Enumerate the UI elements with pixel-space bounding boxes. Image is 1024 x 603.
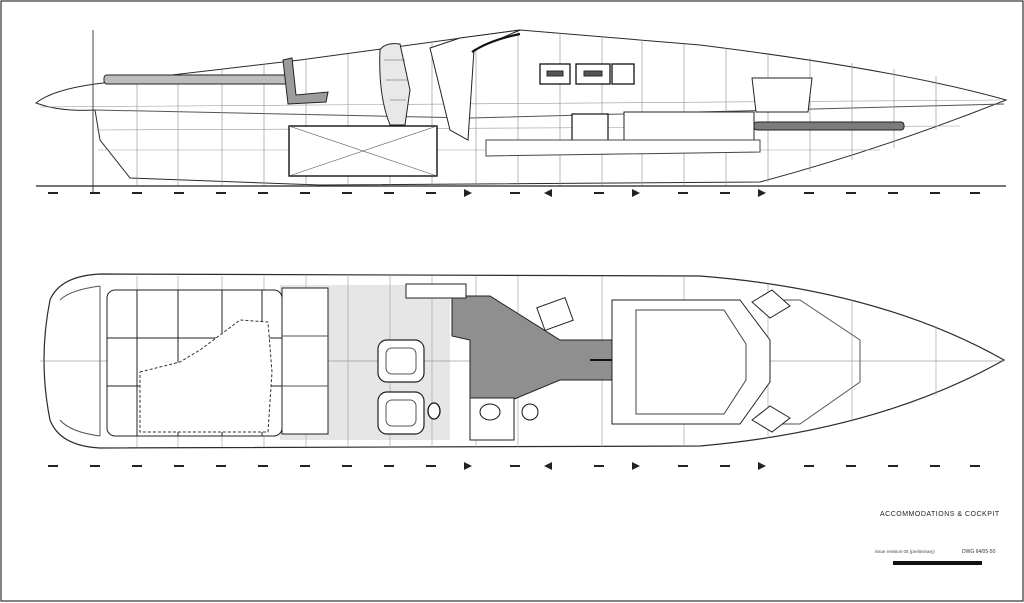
plan-view (40, 273, 1006, 470)
plan-galley-unit (536, 296, 574, 332)
plan-helm-wheel (427, 402, 441, 420)
profile-berth (623, 111, 755, 141)
drawing-number: DWG 64/05-50 (962, 549, 996, 555)
plan-aft-bench (281, 287, 329, 435)
profile-chine (94, 103, 1005, 119)
plan-sink (521, 403, 539, 421)
plan-vberth-inner (635, 309, 747, 415)
profile-view (35, 29, 1008, 197)
revision-note: issue revision 05 (preliminary) (875, 549, 935, 554)
plan-forepeak (770, 299, 861, 425)
profile-hull-outline (35, 29, 1008, 186)
plan-hatch-port (751, 289, 791, 319)
profile-windshield (429, 29, 521, 141)
profile-arch (471, 32, 521, 53)
profile-sunpad (103, 74, 295, 85)
profile-port-3 (611, 63, 635, 85)
plan-helm-seat-stbd (377, 391, 425, 435)
sheet-title: ACCOMMODATIONS & COCKPIT (880, 511, 1000, 518)
plan-hatch-stbd (751, 405, 791, 433)
plan-grid-ticks (48, 465, 980, 467)
profile-station-markers (464, 189, 766, 197)
title-underline-bar (893, 561, 982, 565)
profile-grid-ticks (48, 192, 980, 194)
profile-seat-back (282, 57, 329, 105)
profile-berth-rail (753, 121, 905, 131)
plan-station-markers (464, 462, 766, 470)
profile-stations (136, 31, 937, 185)
profile-hatch (751, 77, 813, 113)
profile-sole (485, 139, 761, 157)
plan-hull-outline (43, 273, 1006, 449)
plan-transom (59, 285, 101, 437)
plan-helm-seat-port (377, 339, 425, 383)
profile-helm-seat (379, 43, 411, 126)
plan-engine-outline (139, 319, 273, 433)
